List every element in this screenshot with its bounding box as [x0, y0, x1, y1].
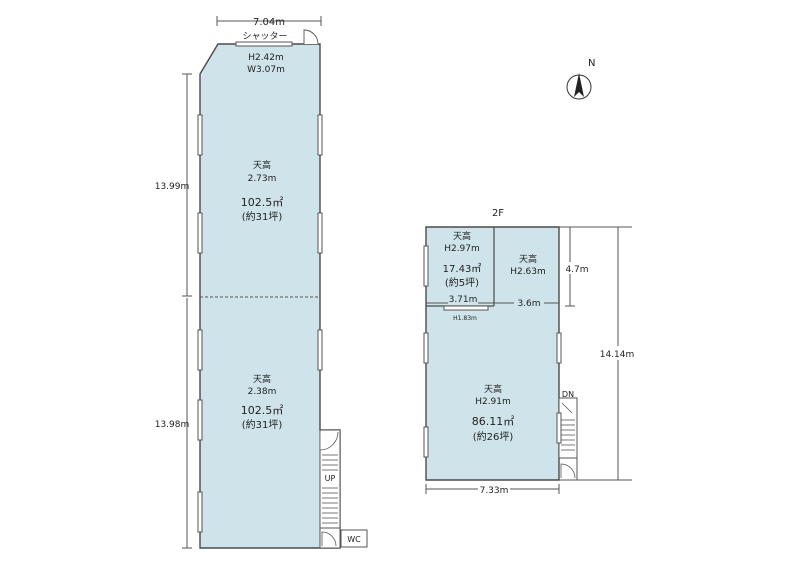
f1-lower-tsubo: (約31坪) — [242, 418, 283, 431]
f1-upper-ceiling-height: 2.73m — [248, 174, 277, 184]
f1-lower-ceiling-label: 天高 — [253, 373, 271, 385]
window-icon — [197, 329, 203, 371]
f2-room-left: 天高 H2.97m 17.43㎡ (約5坪) — [443, 230, 482, 289]
f2-bottom-dimension: 7.33m — [425, 483, 560, 496]
north-arrow-icon: N — [566, 58, 595, 100]
f1-windows — [197, 114, 323, 533]
window-icon — [423, 426, 429, 458]
f2-stairs-dn-label: DN — [562, 390, 574, 399]
window-icon — [197, 491, 203, 533]
f2-main-ceiling-height: H2.91m — [475, 397, 511, 407]
f2-right-dimensions: 4.7m 14.14m — [565, 227, 636, 480]
f1-shutter-height: H2.42m — [248, 53, 284, 63]
f1-shutter-label: シャッター — [242, 31, 287, 42]
f2-inner-width: 3.71m — [449, 295, 478, 305]
f2-right-width: 3.6m — [517, 299, 540, 309]
f2-main-tsubo: (約26坪) — [473, 430, 514, 443]
f2-main-ceiling-label: 天高 — [484, 383, 502, 395]
compass-label: N — [588, 58, 595, 69]
f2-top-depth: 4.7m — [565, 265, 588, 275]
window-icon — [556, 412, 562, 444]
f2-room-right: 天高 H2.63m — [510, 253, 546, 277]
f2-interior-dimensions: 3.71m H1.83m 3.6m — [426, 294, 559, 322]
f2-title: 2F — [492, 208, 504, 219]
f2-right-ceiling-height: H2.63m — [510, 267, 546, 277]
f1-stairs: UP — [319, 429, 341, 529]
f2-left-ceiling-height: H2.97m — [444, 244, 480, 254]
f2-windows — [423, 245, 562, 458]
window-icon — [317, 329, 323, 371]
f1-upper-area: 102.5㎡ — [241, 196, 284, 209]
f2-main-area: 86.11㎡ — [472, 415, 515, 428]
f1-shutter-width: W3.07m — [247, 65, 285, 75]
f1-upper-room: 天高 2.73m 102.5㎡ (約31坪) — [241, 159, 284, 223]
window-icon — [556, 332, 562, 364]
f2-left-tsubo: (約5坪) — [445, 276, 479, 289]
f1-lower-area: 102.5㎡ — [241, 404, 284, 417]
f2-right-ceiling-label: 天高 — [519, 253, 537, 265]
f1-lower-room: 天高 2.38m 102.5㎡ (約31坪) — [241, 373, 284, 431]
f2-room-main: 天高 H2.91m 86.11㎡ (約26坪) — [472, 383, 515, 443]
f1-lower-ceiling-height: 2.38m — [248, 387, 277, 397]
window-icon — [317, 114, 323, 156]
window-icon — [317, 212, 323, 254]
f1-top-width-label: 7.04m — [253, 17, 285, 28]
f2-bottom-width: 7.33m — [480, 486, 509, 496]
f1-upper-length: 13.99m — [155, 182, 190, 192]
f2-stairs: DN — [558, 390, 632, 481]
window-icon — [423, 332, 429, 364]
f1-upper-tsubo: (約31坪) — [242, 210, 283, 223]
window-icon — [197, 212, 203, 254]
f1-wc-label: WC — [347, 535, 361, 544]
window-icon — [443, 305, 489, 311]
f1-upper-ceiling-label: 天高 — [253, 159, 271, 171]
f1-wc: WC — [319, 527, 368, 549]
f1-door-icon — [303, 29, 319, 45]
f2-left-ceiling-label: 天高 — [453, 230, 471, 242]
f1-lower-length: 13.98m — [155, 420, 190, 430]
f1-left-dimensions: 13.99m 13.98m — [155, 73, 192, 549]
f1-shutter: シャッター H2.42m W3.07m — [235, 31, 293, 75]
f2-beam-height: H1.83m — [453, 315, 477, 322]
f2-left-area: 17.43㎡ — [443, 263, 482, 275]
window-icon — [197, 114, 203, 156]
f2-total-depth: 14.14m — [600, 350, 635, 360]
window-icon — [197, 399, 203, 441]
f1-top-width-dimension: 7.04m — [216, 16, 322, 28]
f1-stairs-up-label: UP — [325, 474, 336, 483]
window-icon — [423, 245, 429, 287]
